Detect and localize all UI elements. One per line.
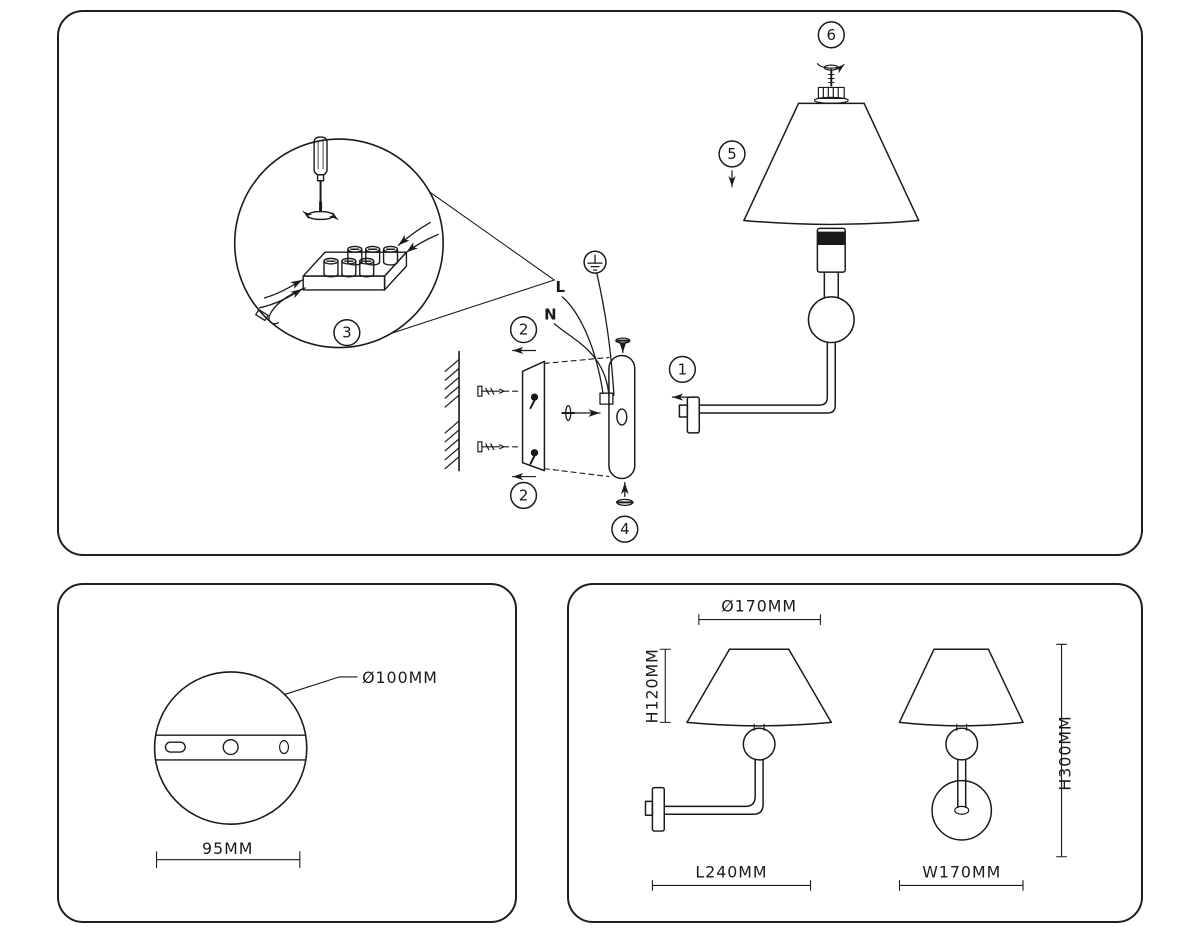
shade-height-label: H120MM: [642, 648, 661, 723]
plate-spacing-label: 95MM: [202, 839, 253, 858]
canopy-top-screw: [615, 337, 631, 354]
wire-label-live: L: [556, 278, 566, 296]
lamp-width-label: W170MM: [922, 863, 1001, 882]
step-number-2-top: 2: [519, 321, 528, 339]
mounting-bracket: [521, 360, 546, 472]
spacing-dimension-line: [156, 851, 301, 869]
front-view-lamp: [644, 648, 833, 832]
terminal-screws-front: [323, 257, 375, 278]
canopy-fixing-screw: [561, 404, 601, 422]
canopy-plate: [608, 354, 636, 480]
wall-screws: [477, 385, 521, 453]
step-number-3: 3: [342, 324, 351, 342]
step-badge-2-bottom: [509, 472, 538, 510]
step-number-5: 5: [727, 145, 736, 163]
screwdriver-icon: [302, 136, 339, 221]
ground-symbol-icon: [583, 250, 607, 274]
step-badge-3: [333, 318, 361, 347]
lamp-shade: [743, 102, 920, 226]
mounting-plate-diagram: Ø100MM 95MM: [153, 668, 438, 869]
dimensions-panel: Ø170MM H120MM L240MM W170MM H300MM: [567, 583, 1143, 923]
dimensions-diagram: Ø170MM H120MM L240MM W170MM H300MM: [642, 597, 1074, 891]
wall-section: [444, 350, 460, 472]
side-view-dimensions: [898, 643, 1068, 891]
lamp-height-label: H300MM: [1055, 715, 1074, 790]
canopy-bottom-screw: [615, 481, 634, 507]
mounting-plate-drawing: [153, 671, 308, 825]
step-number-1: 1: [678, 360, 687, 378]
front-view-dimensions: [651, 614, 821, 891]
step-number-2-bottom: 2: [519, 486, 528, 504]
lamp-body: [678, 227, 855, 434]
supply-wires: [553, 273, 615, 405]
shade-diameter-label: Ø170MM: [721, 597, 797, 616]
mounting-plate-panel: Ø100MM 95MM: [57, 583, 517, 923]
assembly-instructions-panel: 3 2 2 4 6 5 1 L N: [57, 10, 1143, 556]
projection-lines: [543, 356, 610, 478]
step-badge-4: [611, 515, 639, 543]
diameter-leader-line: [283, 676, 358, 696]
plate-diameter-label: Ø100MM: [362, 668, 438, 687]
step-badge-6: [817, 21, 845, 49]
wires-into-terminal: [255, 221, 439, 325]
arm-length-label: L240MM: [695, 863, 767, 882]
terminal-screws-back: [347, 245, 399, 266]
step-badge-1: [668, 355, 697, 401]
shade-ring-finial: [813, 63, 849, 104]
step-number-6: 6: [827, 26, 836, 44]
wiring-detail-circle: [233, 138, 555, 349]
wire-label-neutral: N: [544, 306, 556, 324]
step-badge-2-top: [509, 316, 538, 355]
assembly-diagram: 3 2 2 4 6 5 1 L N: [233, 21, 920, 543]
step-badge-5: [718, 140, 746, 188]
side-view-lamp: [898, 648, 1024, 841]
step-number-4: 4: [620, 520, 629, 538]
terminal-block: [302, 245, 408, 291]
